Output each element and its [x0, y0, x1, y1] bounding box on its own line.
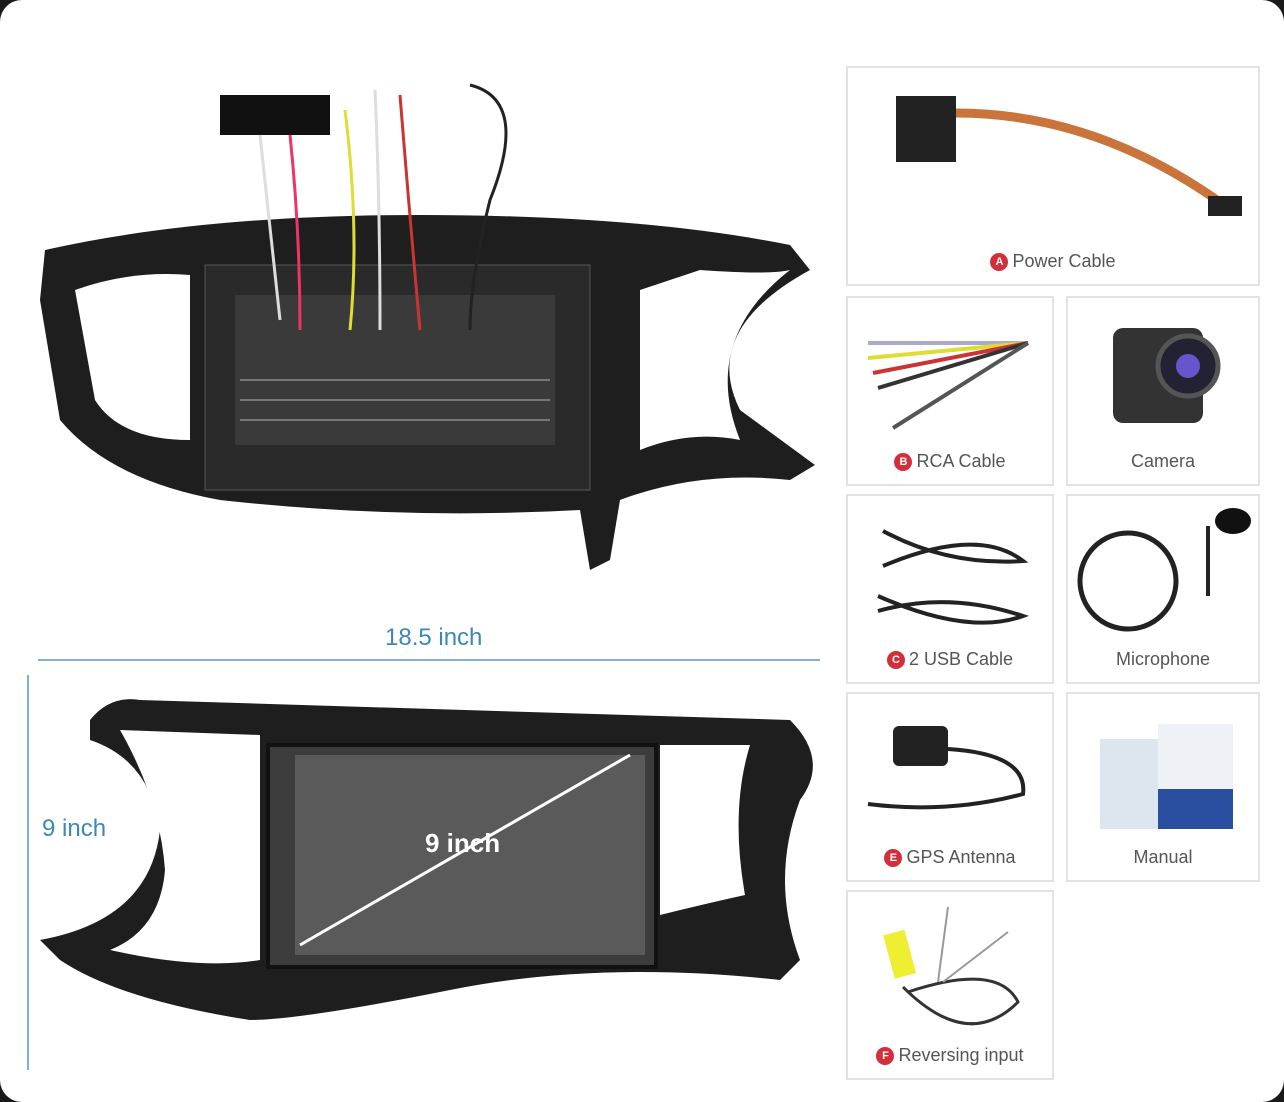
- usb-cable-image: [877, 529, 1030, 625]
- accessory-manual: Manual: [1066, 692, 1260, 882]
- accessory-label: Camera: [1130, 451, 1196, 471]
- accessory-label: Reversing input: [898, 1045, 1024, 1065]
- height-dimension-label: 9 inch: [42, 815, 107, 842]
- camera-image: [1113, 328, 1221, 423]
- badge-b: B: [894, 452, 913, 471]
- microphone-image: [1077, 508, 1251, 632]
- screen-size-label: 9 inch: [425, 828, 501, 858]
- head-unit-illustration: [27, 83, 820, 1070]
- accessory-label: GPS Antenna: [906, 847, 1016, 867]
- badge-e: E: [884, 848, 903, 867]
- accessory-label: 2 USB Cable: [908, 649, 1014, 669]
- rca-cable-image: [867, 341, 1030, 430]
- head-unit-rear-view: [40, 83, 815, 570]
- accessory-camera: Camera: [1066, 296, 1260, 486]
- width-dimension-label: 18.5 inch: [385, 624, 483, 651]
- accessory-microphone: Microphone: [1066, 494, 1260, 684]
- gps-antenna-image: [867, 726, 1026, 810]
- badge-c: C: [886, 650, 905, 669]
- head-unit-front-view: [40, 699, 813, 1020]
- accessory-label: Power Cable: [1012, 251, 1116, 271]
- accessory-label: RCA Cable: [916, 451, 1006, 471]
- accessory-label: Microphone: [1115, 649, 1211, 669]
- badge-a: A: [990, 252, 1009, 271]
- power-cable-image: [896, 96, 1242, 216]
- badge-f: F: [876, 1046, 895, 1065]
- dimension-lines: [27, 659, 820, 1070]
- reversing-input-image: [883, 906, 1020, 1026]
- accessory-label: Manual: [1133, 847, 1193, 867]
- manual-image: [1100, 724, 1233, 829]
